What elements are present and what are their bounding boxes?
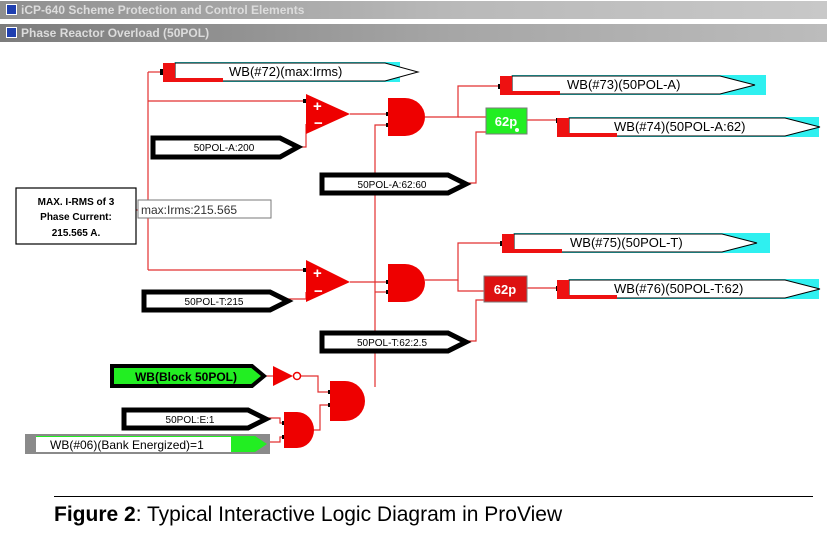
wire [268, 436, 284, 443]
junction-dot [303, 99, 307, 103]
output-red-strip [557, 133, 617, 137]
figure-caption: Figure 2: Typical Interactive Logic Diag… [54, 503, 562, 527]
tooltip-text: max:Irms:215.565 [141, 203, 237, 217]
output-red-bar [557, 118, 569, 137]
not-triangle [273, 366, 293, 386]
junction-dot [303, 268, 307, 272]
plus-sign: + [313, 265, 322, 282]
setpoint-50pol-t-pickup[interactable]: 50POL-T:215 [141, 289, 294, 313]
timer-62p-a[interactable]: 62p [485, 107, 528, 135]
setpoint-box [121, 407, 272, 431]
output-label: WB(#72)(max:Irms) [229, 64, 342, 79]
timer-label: 62p [495, 114, 517, 129]
window-title: iCP-640 Scheme Protection and Control El… [21, 3, 305, 17]
window-icon [6, 4, 17, 15]
setpoint-box [141, 289, 294, 313]
output-label: WB(#75)(50POL-T) [570, 235, 683, 250]
output-label: WB(#76)(50POL-T:62) [614, 281, 743, 296]
value-tooltip: max:Irms:215.565 [137, 199, 272, 219]
source-line-3: 215.565 A. [52, 228, 101, 239]
setpoint-label: 50POL:E:1 [166, 415, 215, 426]
output-red-strip [500, 91, 560, 95]
output-max-irms[interactable]: WB(#72)(max:Irms) [163, 62, 420, 82]
timer-status-dot [515, 128, 519, 132]
setpoint-50pol-enable[interactable]: 50POL:E:1 [121, 407, 272, 431]
caption-text: : Typical Interactive Logic Diagram in P… [135, 503, 563, 526]
wire [313, 404, 330, 431]
wire [374, 124, 388, 387]
output-label: WB(#73)(50POL-A) [567, 77, 680, 92]
timer-box [483, 275, 528, 303]
wire [300, 375, 330, 393]
window-title-bar[interactable]: iCP-640 Scheme Protection and Control El… [0, 1, 827, 19]
not-bubble [292, 371, 302, 381]
output-50pol-a-62[interactable]: WB(#74)(50POL-A:62) [557, 117, 821, 137]
output-red-strip [502, 249, 562, 253]
output-red-strip [163, 78, 223, 82]
not-gate [273, 366, 302, 386]
caption-rule [54, 496, 813, 497]
minus-sign: − [314, 115, 323, 132]
tooltip-box [137, 199, 272, 219]
source-box [15, 187, 137, 245]
subwindow-title-bar[interactable]: Phase Reactor Overload (50POL) [0, 24, 827, 42]
output-label: WB(#74)(50POL-A:62) [614, 119, 746, 134]
plus-sign: + [313, 98, 322, 115]
setpoint-label: 50POL-A:62:60 [358, 180, 427, 191]
input-white-field [36, 437, 231, 452]
input-box [110, 364, 268, 388]
comparator-shape [306, 94, 350, 134]
setpoint-box [319, 330, 472, 354]
comparator-50pol-t: + − [306, 260, 350, 302]
wire [298, 124, 307, 148]
setpoint-label: 50POL-A:200 [194, 143, 255, 154]
input-label: WB(Block 50POL) [135, 370, 237, 384]
setpoint-label: 50POL-T:215 [185, 297, 244, 308]
setpoint-50pol-a-delay[interactable]: 50POL-A:62:60 [319, 172, 472, 196]
wire [457, 280, 484, 292]
setpoint-box [150, 135, 304, 160]
wire [425, 85, 500, 118]
output-red-bar [557, 280, 569, 299]
output-50pol-a[interactable]: WB(#73)(50POL-A) [500, 75, 766, 95]
wire [466, 299, 484, 342]
output-50pol-t-62[interactable]: WB(#76)(50POL-T:62) [557, 279, 821, 299]
output-50pol-t[interactable]: WB(#75)(50POL-T) [502, 233, 770, 253]
subwindow-title: Phase Reactor Overload (50POL) [21, 26, 210, 40]
and-gate-t [388, 264, 425, 302]
source-line-1: MAX. I-RMS of 3 [38, 197, 115, 208]
output-red-bar [163, 63, 175, 82]
timer-label: 62p [494, 282, 516, 297]
output-red-strip [557, 295, 617, 299]
input-block-50pol[interactable]: WB(Block 50POL) [110, 364, 268, 388]
setpoint-50pol-t-delay[interactable]: 50POL-T:62:2.5 [319, 330, 472, 354]
input-label: WB(#06)(Bank Energized)=1 [50, 438, 204, 452]
minus-sign: − [314, 283, 323, 300]
timer-box [485, 107, 528, 135]
and-gate-enable [284, 412, 314, 448]
junction-dot [160, 69, 165, 75]
wires [136, 71, 558, 443]
setpoint-label: 50POL-T:62:2.5 [357, 338, 427, 349]
output-red-bar [502, 234, 514, 253]
timer-62p-t[interactable]: 62p [483, 275, 528, 303]
wire [425, 242, 502, 281]
comparator-shape [306, 260, 350, 302]
and-gate-block [330, 381, 365, 421]
wire [466, 131, 486, 184]
source-line-2: Phase Current: [40, 212, 112, 223]
wire [288, 292, 307, 300]
comparator-50pol-a: + − [306, 94, 350, 134]
setpoint-50pol-a-pickup[interactable]: 50POL-A:200 [150, 135, 304, 160]
window-icon [6, 27, 17, 38]
setpoint-box [319, 172, 472, 196]
caption-label: Figure 2 [54, 503, 136, 526]
input-bank-energized[interactable]: WB(#06)(Bank Energized)=1 [25, 434, 270, 454]
output-red-bar [500, 76, 512, 95]
and-gate-a [388, 98, 425, 136]
max-irms-source[interactable]: MAX. I-RMS of 3 Phase Current: 215.565 A… [15, 187, 137, 245]
